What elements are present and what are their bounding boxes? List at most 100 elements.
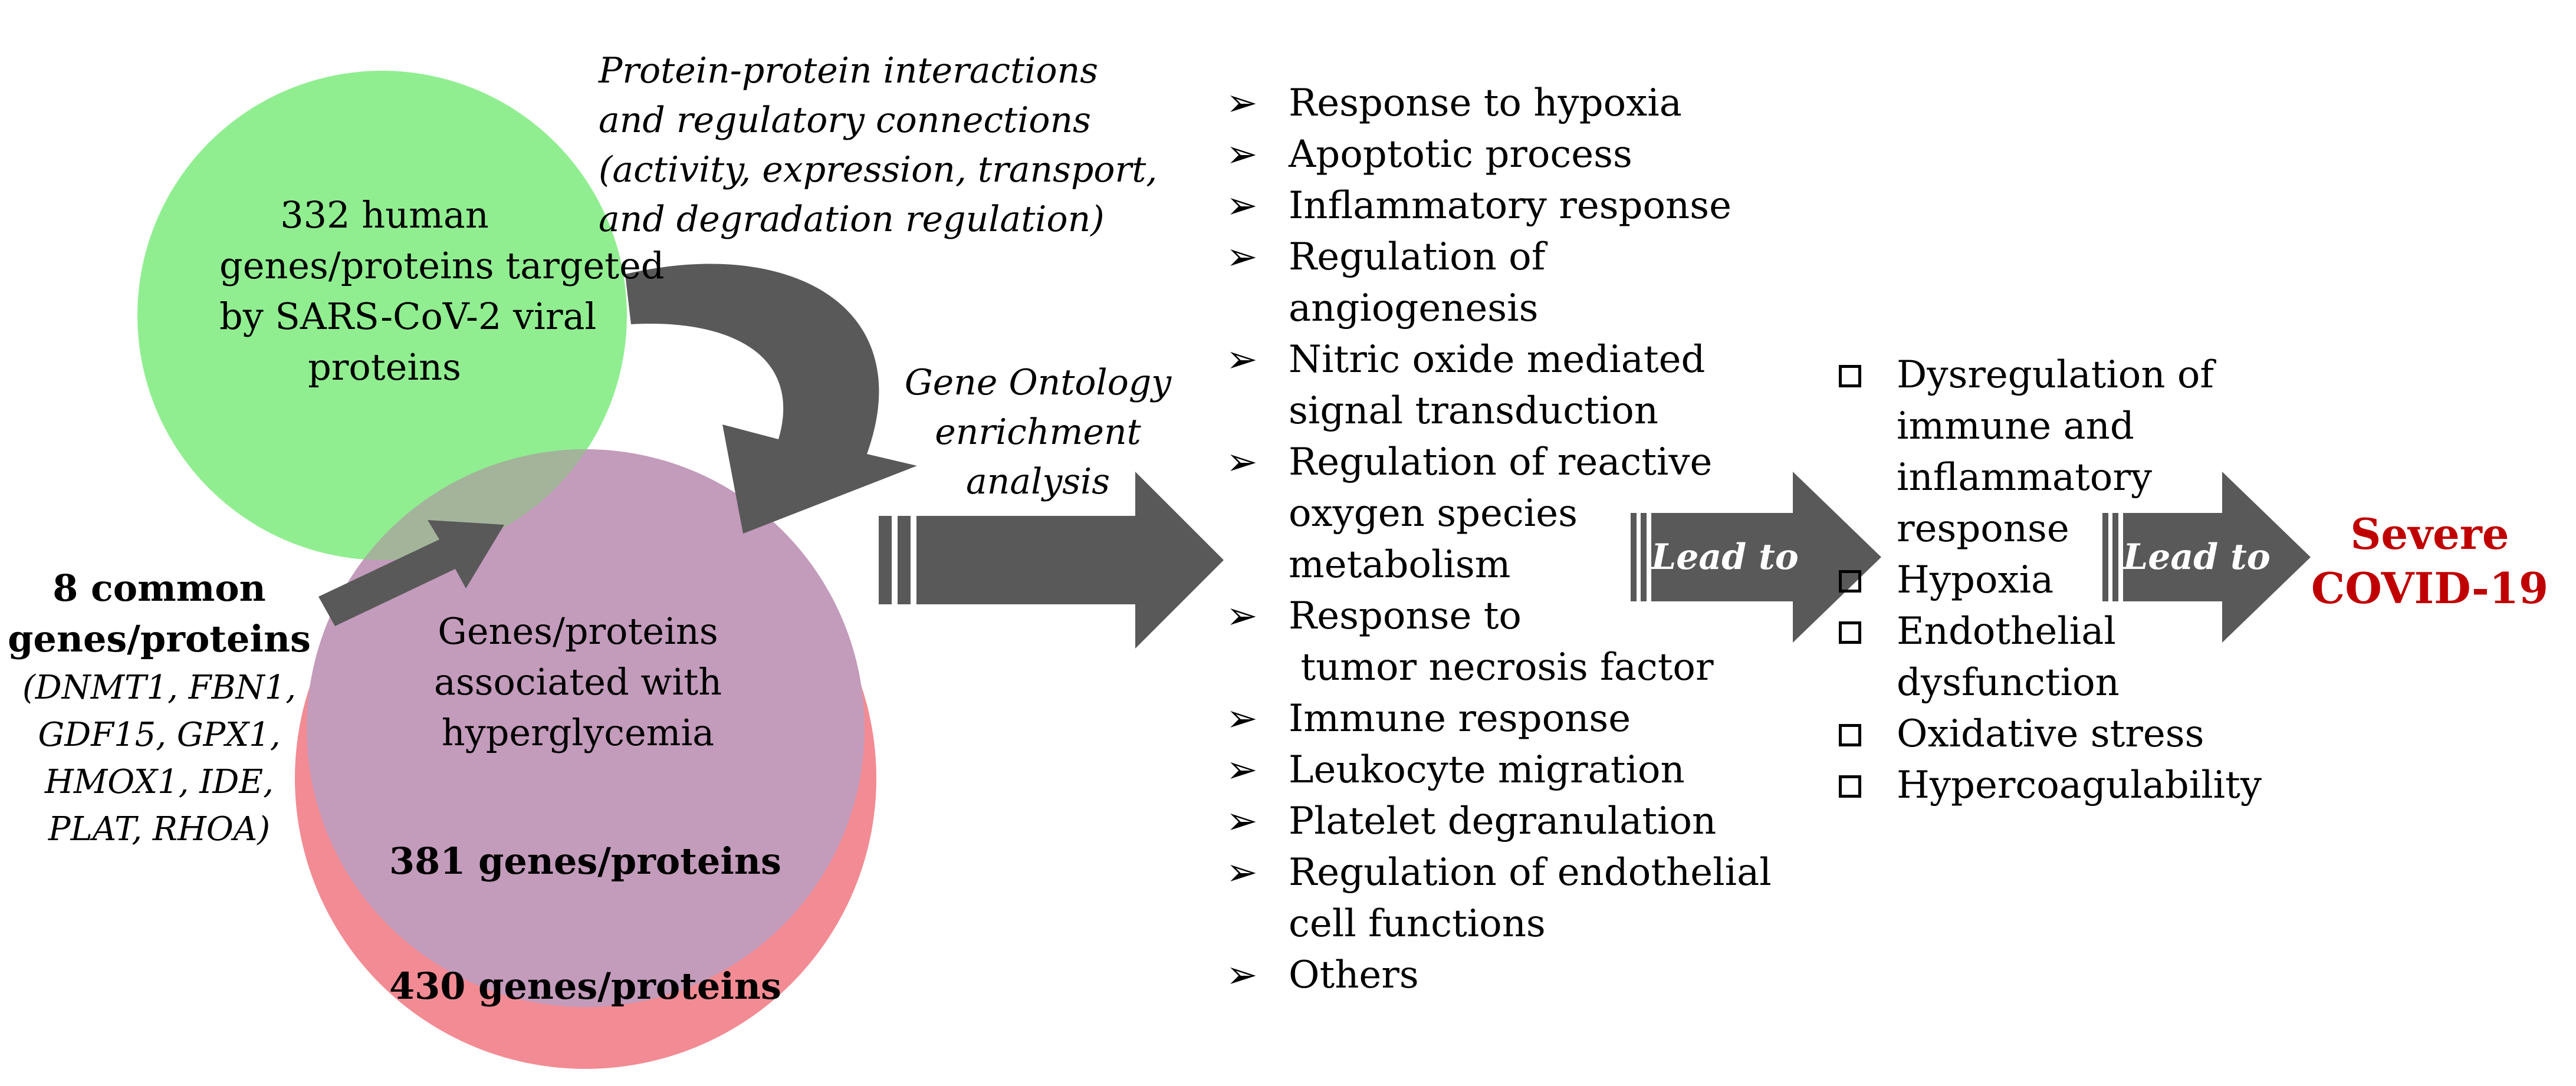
go-term-line: Immune response [1289,697,1631,741]
outcome-item: Dysregulation of immune and inflammatory re… [1839,350,2262,555]
go-term-item: ➢ Inflammatory response [1226,180,1772,232]
arrowhead-bullet-icon: ➢ [1226,184,1258,228]
arrowhead-bullet-icon: ➢ [1226,697,1258,741]
outcome-line: dysfunction [1897,661,2120,705]
ppi-line: Protein-protein interactions [599,50,1099,91]
outcome-item: Hypercoagulability [1839,760,2262,811]
go-line: analysis [965,461,1110,502]
severe-covid-result: Severe COVID-19 [2300,507,2559,616]
go-term-line: Response to hypoxia [1289,81,1682,125]
arrowhead-bullet-icon: ➢ [1226,953,1258,997]
go-term-line: Nitric oxide mediated [1289,338,1706,381]
common-gene-line: (DNMT1, FBN1, [22,669,297,707]
green-label-line: 332 human [280,193,489,236]
go-term-line: metabolism [1289,543,1511,587]
checkbox-icon [1839,621,1861,644]
ppi-curved-arrow [625,264,917,534]
red-count: 430 genes/proteins [389,965,781,1008]
lead-to-label-1: Lead to [1651,537,1799,578]
ppi-line: and regulatory connections [599,100,1091,141]
go-term-item: ➢ Response to tumor necrosis factor [1226,591,1772,693]
go-term-line: Leukocyte migration [1289,748,1685,792]
common-genes-label: 8 common genes/proteins (DNMT1, FBN1, GD… [0,563,318,853]
outcome-item: Oxidative stress [1839,709,2262,760]
go-term-line: tumor necrosis factor [1289,646,1714,689]
green-circle-label: 332 human genes/proteins targeted by SAR… [219,190,665,393]
outcome-line: Endothelial [1897,610,2116,653]
checkbox-icon [1839,724,1861,746]
lead-to-arrow-1 [1631,472,1881,643]
go-term-line: Platelet degranulation [1289,799,1717,843]
go-term-line: cell functions [1289,902,1546,946]
result-line: COVID-19 [2311,563,2549,613]
arrowhead-bullet-icon: ➢ [1226,133,1258,176]
outcome-line: response [1897,507,2069,551]
go-term-item: ➢ Regulation of reactive oxygen species met… [1226,437,1772,591]
purple-circle-label: Genes/proteins associated with hyperglyc… [413,606,743,758]
purple-count: 381 genes/proteins [389,840,781,883]
go-term-item: ➢ Immune response [1226,693,1772,745]
go-term-line: angiogenesis [1289,287,1539,330]
go-term-line: Regulation of endothelial [1289,851,1772,894]
go-term-line: Others [1289,953,1419,997]
outcome-line: Dysregulation of [1897,353,2214,397]
hyperglycemia-inner-circle [307,449,865,1007]
outcomes-list: Dysregulation of immune and inflammatory re… [1839,350,2262,811]
go-term-line: Response to [1289,594,1522,638]
go-term-item: ➢ Others [1226,950,1772,1001]
outcome-line: Hypoxia [1897,558,2054,602]
go-term-item: ➢ Leukocyte migration [1226,745,1772,796]
checkbox-icon [1839,775,1861,798]
go-term-item: ➢ Regulation of angiogenesis [1226,232,1772,334]
go-term-item: ➢ Platelet degranulation [1226,796,1772,847]
common-gene-line: PLAT, RHOA) [48,810,271,848]
outcome-line: inflammatory [1897,456,2153,499]
go-term-line: Regulation of [1289,235,1546,279]
outcome-line: immune and [1897,404,2134,448]
go-analysis-arrow [879,472,1224,649]
common-gene-line: GDF15, GPX1, [38,716,281,754]
arrowhead-bullet-icon: ➢ [1226,235,1258,279]
checkbox-icon [1839,570,1861,593]
sars-cov-2-targets-circle [137,71,627,560]
common-title-line: 8 common [52,567,266,610]
common-gene-line: HMOX1, IDE, [45,763,274,801]
arrowhead-bullet-icon: ➢ [1226,799,1258,843]
arrowhead-bullet-icon: ➢ [1226,338,1258,381]
green-label-line: genes/proteins targeted [219,244,665,287]
arrowhead-bullet-icon: ➢ [1226,81,1258,125]
green-label-line: by SARS-CoV-2 viral [219,295,597,338]
go-term-item: ➢ Regulation of endothelial cell functions [1226,847,1772,950]
outcome-line: Oxidative stress [1897,712,2204,756]
outcome-item: Endothelial dysfunction [1839,606,2262,709]
checkbox-icon [1839,365,1861,387]
arrowhead-bullet-icon: ➢ [1226,440,1258,484]
outcome-item: Hypoxia [1839,555,2262,606]
go-term-line: Apoptotic process [1289,133,1632,176]
go-term-line: oxygen species [1289,492,1578,535]
common-title-line: genes/proteins [8,617,311,660]
purple-label-line: associated with [433,660,722,703]
arrowhead-bullet-icon: ➢ [1226,594,1258,638]
go-term-line: Inflammatory response [1289,184,1731,228]
go-terms-list: ➢Response to hypoxia ➢Apoptotic process … [1226,78,1772,1001]
go-line: enrichment [935,412,1141,453]
arrowhead-bullet-icon: ➢ [1226,748,1258,792]
ppi-label: Protein-protein interactions and regulat… [599,46,1157,244]
go-line: Gene Ontology [904,362,1172,403]
arrowhead-bullet-icon: ➢ [1226,851,1258,894]
lead-to-arrow-2 [2102,472,2311,643]
go-term-item: ➢ Response to hypoxia [1226,78,1772,129]
go-analysis-label: Gene Ontology enrichment analysis [873,358,1203,506]
green-label-line: proteins [308,345,461,389]
ppi-line: (activity, expression, transport, [599,149,1158,190]
purple-label-line: hyperglycemia [441,711,715,754]
common-genes-arrow [318,520,504,626]
result-line: Severe [2350,509,2509,559]
go-term-line: Regulation of reactive [1289,440,1713,484]
go-term-item: ➢ Apoptotic process [1226,129,1772,180]
purple-label-line: Genes/proteins [438,610,718,653]
go-term-item: ➢ Nitric oxide mediated signal transductio… [1226,334,1772,437]
go-term-line: signal transduction [1289,389,1658,433]
